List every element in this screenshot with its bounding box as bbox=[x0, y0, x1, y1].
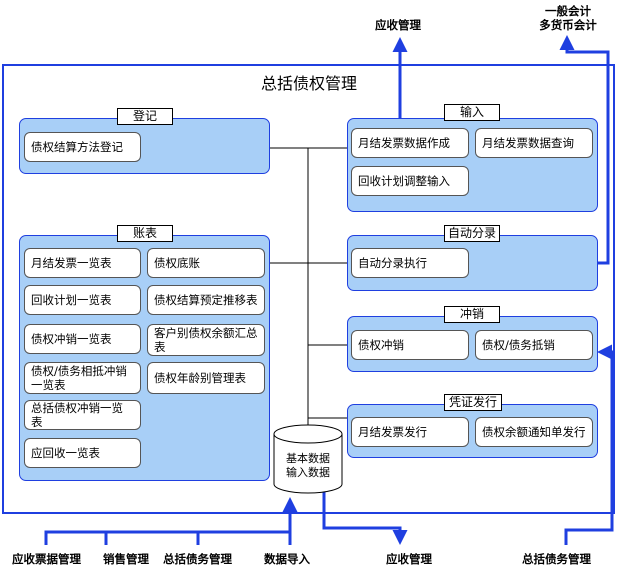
auto-journal-item-execute[interactable]: 自动分录执行 bbox=[351, 248, 469, 278]
database-line-2: 输入数据 bbox=[286, 466, 330, 479]
group-ledger-title: 账表 bbox=[117, 225, 173, 242]
external-bottom-debt-right: 总括债务管理 bbox=[522, 552, 591, 566]
ledger-item-offset-list[interactable]: 债权/债务相抵冲销一览表 bbox=[24, 362, 141, 394]
external-bottom-debt: 总括债务管理 bbox=[163, 552, 232, 566]
external-top-general-accounting: 一般会计 多货币会计 bbox=[537, 4, 599, 32]
group-auto-journal-title: 自动分录 bbox=[444, 225, 500, 242]
external-bottom-receivable: 应收管理 bbox=[386, 552, 432, 566]
external-top-general-line-2: 多货币会计 bbox=[539, 18, 597, 32]
ledger-item-aging-management[interactable]: 债权年龄别管理表 bbox=[147, 362, 265, 394]
register-item-settlement-method[interactable]: 债权结算方法登记 bbox=[24, 132, 141, 162]
database-line-1: 基本数据 bbox=[286, 452, 330, 465]
offset-item-receivable-payable-offset[interactable]: 债权/债务抵销 bbox=[475, 330, 593, 360]
input-item-invoice-query[interactable]: 月结发票数据查询 bbox=[475, 128, 593, 158]
ledger-item-collection-plan-list[interactable]: 回收计划一览表 bbox=[24, 285, 141, 315]
voucher-item-balance-notice-issue[interactable]: 债权余额通知单发行 bbox=[475, 417, 593, 447]
group-voucher-title: 凭证发行 bbox=[444, 394, 502, 411]
external-arrows bbox=[44, 35, 614, 545]
external-bottom-import: 数据导入 bbox=[264, 552, 310, 566]
external-top-general-line-1: 一般会计 bbox=[545, 4, 591, 18]
external-bottom-receipts: 应收票据管理 bbox=[12, 552, 81, 566]
database-icon bbox=[273, 424, 343, 494]
ledger-item-receivable-ledger[interactable]: 债权底账 bbox=[147, 248, 265, 278]
voucher-item-invoice-issue[interactable]: 月结发票发行 bbox=[351, 417, 469, 447]
group-input-title: 输入 bbox=[444, 104, 500, 121]
group-offset-title: 冲销 bbox=[444, 306, 500, 323]
external-bottom-sales: 销售管理 bbox=[103, 552, 149, 566]
diagram-title: 总括债权管理 bbox=[260, 74, 357, 93]
ledger-item-monthly-invoice-list[interactable]: 月结发票一览表 bbox=[24, 248, 141, 278]
internal-connectors bbox=[270, 147, 348, 430]
input-item-invoice-create[interactable]: 月结发票数据作成 bbox=[351, 128, 469, 158]
offset-item-receivable-writeoff[interactable]: 债权冲销 bbox=[351, 330, 469, 360]
ledger-item-customer-balance-summary[interactable]: 客户别债权余额汇总表 bbox=[147, 324, 265, 356]
group-register-title: 登记 bbox=[117, 108, 173, 125]
ledger-item-writeoff-list[interactable]: 债权冲销一览表 bbox=[24, 324, 141, 354]
ledger-item-due-collection-list[interactable]: 应回收一览表 bbox=[24, 438, 141, 468]
database-label: 基本数据 输入数据 bbox=[272, 452, 344, 480]
ledger-item-settlement-forecast[interactable]: 债权结算预定推移表 bbox=[147, 285, 265, 315]
input-item-collection-adjust[interactable]: 回收计划调整输入 bbox=[351, 166, 469, 196]
ledger-item-total-writeoff-list[interactable]: 总括债权冲销一览表 bbox=[24, 400, 141, 430]
external-top-receivable: 应收管理 bbox=[375, 18, 421, 32]
main-frame bbox=[2, 64, 615, 514]
